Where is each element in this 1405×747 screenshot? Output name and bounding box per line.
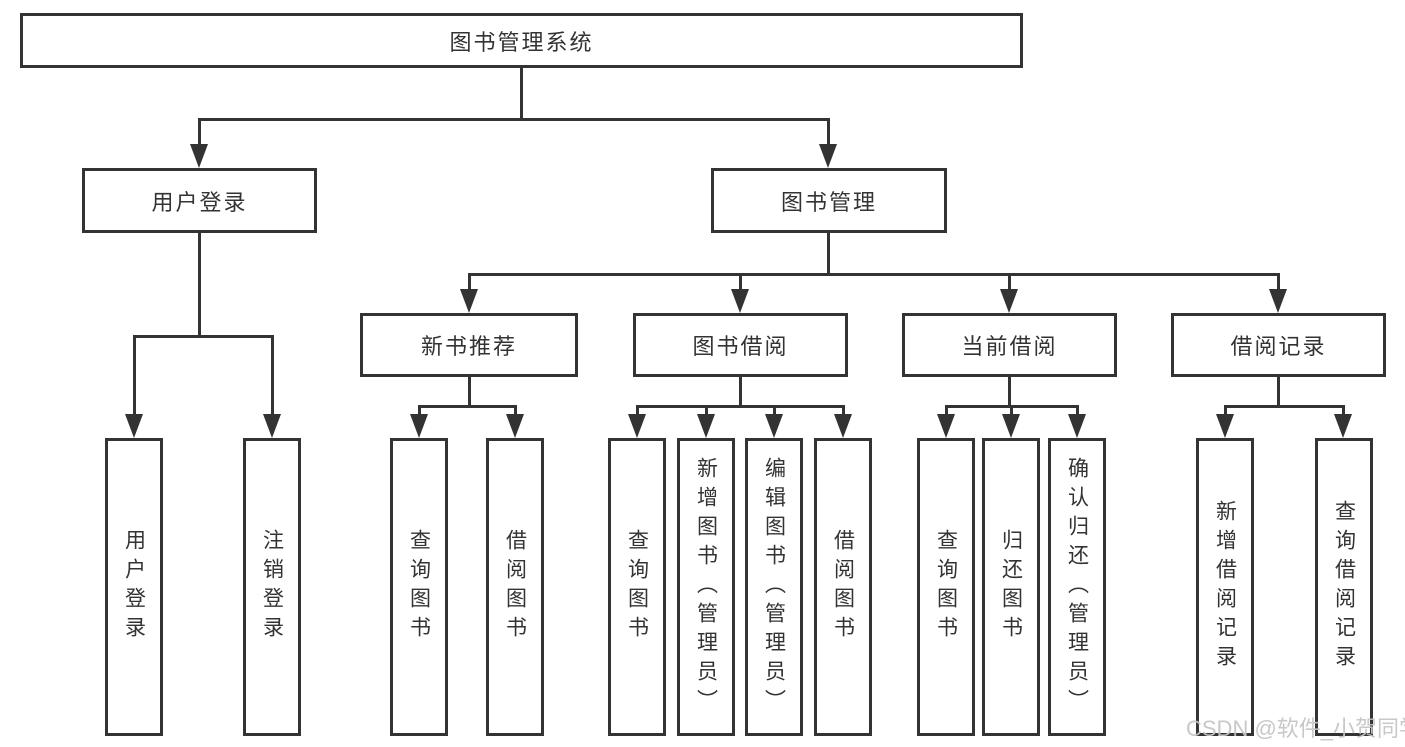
node-book-management: 图书管理 <box>711 168 947 233</box>
node-book-borrowing: 图书借阅 <box>633 313 848 377</box>
arrowhead-down <box>1334 414 1352 438</box>
arrowhead-down <box>1269 289 1287 313</box>
arrowhead-down <box>1000 289 1018 313</box>
connector-drop <box>705 405 708 420</box>
connector-level2-rail <box>198 118 830 121</box>
arrowhead-down <box>834 414 852 438</box>
csdn-watermark: CSDN @软件_小贺同学 <box>1186 716 1405 741</box>
arrowhead-down <box>731 289 749 313</box>
node-current-borrowing: 当前借阅 <box>902 313 1117 377</box>
leaf-records-add-borrow-record: 新增借阅记录 <box>1196 438 1254 736</box>
arrowhead-down <box>765 414 783 438</box>
arrowhead-down <box>937 414 955 438</box>
connector-section-stem <box>468 377 471 408</box>
leaf-borrow-query-books: 查询图书 <box>608 438 666 736</box>
leaf-logout: 注销登录 <box>243 438 301 736</box>
arrowhead-down <box>819 144 837 168</box>
arrowhead-down <box>628 414 646 438</box>
leaf-user-login: 用户登录 <box>105 438 163 736</box>
arrowhead-down <box>1216 414 1234 438</box>
arrowhead-down <box>410 414 428 438</box>
connector-group-rail <box>1224 405 1345 408</box>
leaf-records-query-borrow-record: 查询借阅记录 <box>1315 438 1373 736</box>
connector-group-rail <box>418 405 517 408</box>
connector-drop <box>133 335 136 420</box>
leaf-newbook-borrow-books: 借阅图书 <box>486 438 544 736</box>
connector-drop <box>198 118 201 150</box>
connector-group-rail <box>133 335 274 338</box>
leaf-borrow-edit-books-admin: 编辑图书（管理员） <box>745 438 803 736</box>
connector-drop <box>1277 273 1280 295</box>
connector-drop <box>739 273 742 295</box>
node-user-login: 用户登录 <box>82 168 317 233</box>
connector-drop <box>945 405 948 420</box>
connector-section-stem <box>1277 377 1280 408</box>
arrowhead-down <box>190 144 208 168</box>
connector-drop <box>1342 405 1345 420</box>
connector-drop <box>1008 273 1011 295</box>
arrowhead-down <box>506 414 524 438</box>
connector-drop <box>636 405 639 420</box>
connector-drop <box>842 405 845 420</box>
arrowhead-down <box>125 414 143 438</box>
connector-drop <box>1010 405 1013 420</box>
leaf-current-query-books: 查询图书 <box>917 438 975 736</box>
connector-drop <box>418 405 421 420</box>
connector-drop <box>468 273 471 295</box>
node-borrow-records: 借阅记录 <box>1171 313 1386 377</box>
arrowhead-down <box>263 414 281 438</box>
connector-root-stem <box>520 68 523 120</box>
connector-section-stem <box>1008 377 1011 408</box>
arrowhead-down <box>1002 414 1020 438</box>
leaf-newbook-query-books: 查询图书 <box>390 438 448 736</box>
connector-drop <box>773 405 776 420</box>
leaf-current-confirm-return-admin: 确认归还（管理员） <box>1048 438 1106 736</box>
connector-group-rail <box>636 405 845 408</box>
connector-drop <box>514 405 517 420</box>
leaf-current-return-books: 归还图书 <box>982 438 1040 736</box>
node-new-book-recommend: 新书推荐 <box>360 313 578 377</box>
connector-level3-rail <box>468 273 1280 276</box>
connector-drop <box>271 335 274 420</box>
arrowhead-down <box>1068 414 1086 438</box>
arrowhead-down <box>460 289 478 313</box>
connector-userlogin-stem <box>198 233 201 338</box>
node-library-system: 图书管理系统 <box>20 13 1023 68</box>
leaf-borrow-add-books-admin: 新增图书（管理员） <box>677 438 735 736</box>
leaf-borrow-borrow-books: 借阅图书 <box>814 438 872 736</box>
arrowhead-down <box>697 414 715 438</box>
connector-section-stem <box>739 377 742 408</box>
connector-bookmgmt-stem <box>827 233 830 276</box>
connector-drop <box>1224 405 1227 420</box>
connector-drop <box>827 118 830 150</box>
connector-drop <box>1076 405 1079 420</box>
